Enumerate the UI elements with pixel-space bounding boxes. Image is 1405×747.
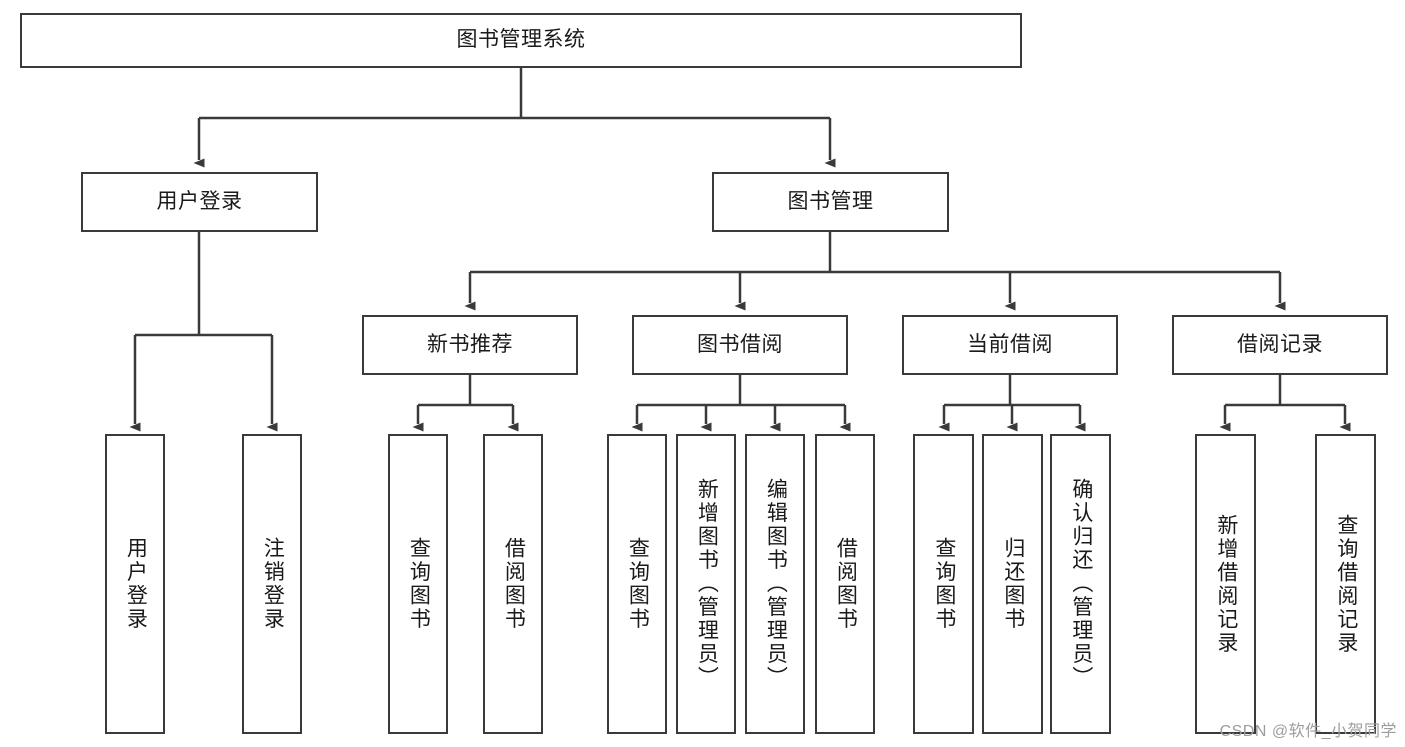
leaf-confirm-return-label: 确认归还（管理员） [1069, 478, 1093, 690]
leaf-add-book-label: 新增图书（管理员） [695, 478, 719, 690]
leaf-edit-book[interactable]: 编辑图书（管理员） [745, 434, 805, 734]
leaf-confirm-return[interactable]: 确认归还（管理员） [1050, 434, 1111, 734]
watermark: CSDN @软件_小贺同学 [1219, 723, 1397, 740]
leaf-logout-login[interactable]: 注销登录 [242, 434, 302, 734]
leaf-logout-login-label: 注销登录 [261, 537, 285, 631]
leaf-add-record-label: 新增借阅记录 [1214, 513, 1238, 655]
node-new-book-recommend[interactable]: 新书推荐 [362, 315, 578, 375]
node-borrow-record-label: 借阅记录 [1237, 332, 1323, 356]
leaf-borrow-book-1-label: 借阅图书 [502, 537, 526, 631]
node-book-manage-label: 图书管理 [787, 189, 874, 213]
node-root[interactable]: 图书管理系统 [20, 13, 1022, 68]
leaf-return-book-label: 归还图书 [1001, 537, 1025, 631]
leaf-user-login[interactable]: 用户登录 [105, 434, 165, 734]
node-user-login-label: 用户登录 [156, 189, 243, 213]
leaf-query-book-3[interactable]: 查询图书 [913, 434, 974, 734]
leaf-borrow-book-1[interactable]: 借阅图书 [483, 434, 543, 734]
leaf-borrow-book-2[interactable]: 借阅图书 [815, 434, 875, 734]
node-book-manage[interactable]: 图书管理 [712, 172, 949, 232]
leaf-query-book-1-label: 查询图书 [407, 537, 431, 631]
leaf-query-book-3-label: 查询图书 [932, 537, 956, 631]
leaf-return-book[interactable]: 归还图书 [982, 434, 1043, 734]
node-new-book-recommend-label: 新书推荐 [427, 332, 513, 356]
node-borrow-record[interactable]: 借阅记录 [1172, 315, 1388, 375]
leaf-query-record-label: 查询借阅记录 [1334, 513, 1358, 655]
node-book-borrow[interactable]: 图书借阅 [632, 315, 848, 375]
leaf-query-book-2-label: 查询图书 [626, 537, 650, 631]
leaf-query-book-1[interactable]: 查询图书 [388, 434, 448, 734]
leaf-borrow-book-2-label: 借阅图书 [834, 537, 858, 631]
leaf-user-login-label: 用户登录 [124, 537, 148, 631]
leaf-query-record[interactable]: 查询借阅记录 [1315, 434, 1376, 734]
node-user-login[interactable]: 用户登录 [81, 172, 318, 232]
node-current-borrow[interactable]: 当前借阅 [902, 315, 1118, 375]
node-root-label: 图书管理系统 [456, 28, 586, 52]
leaf-query-book-2[interactable]: 查询图书 [607, 434, 667, 734]
leaf-add-record[interactable]: 新增借阅记录 [1195, 434, 1256, 734]
node-book-borrow-label: 图书借阅 [697, 332, 783, 356]
node-current-borrow-label: 当前借阅 [967, 332, 1053, 356]
leaf-add-book[interactable]: 新增图书（管理员） [676, 434, 736, 734]
leaf-edit-book-label: 编辑图书（管理员） [764, 478, 788, 690]
